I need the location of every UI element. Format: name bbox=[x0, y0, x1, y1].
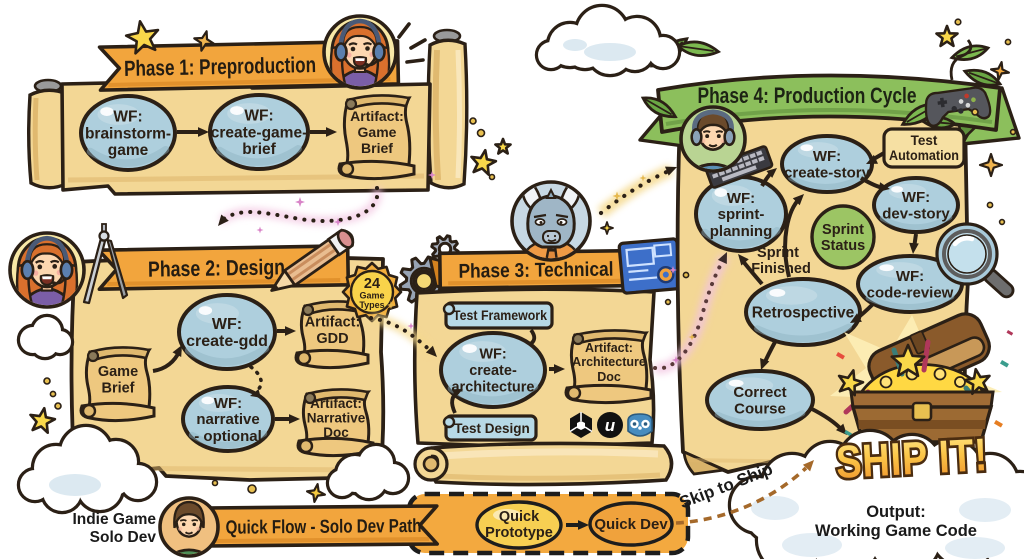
svg-text:planning: planning bbox=[710, 223, 773, 240]
svg-text:WF:: WF: bbox=[813, 148, 841, 165]
svg-text:Solo Dev: Solo Dev bbox=[90, 529, 157, 546]
svg-text:Correct: Correct bbox=[733, 384, 786, 401]
svg-text:GDD: GDD bbox=[316, 331, 348, 347]
svg-text:- optional: - optional bbox=[194, 428, 262, 445]
svg-text:narrative: narrative bbox=[196, 411, 259, 428]
svg-text:game: game bbox=[108, 142, 149, 159]
svg-text:Artifact:: Artifact: bbox=[585, 341, 633, 355]
svg-text:WF:: WF: bbox=[896, 268, 924, 285]
svg-text:architecture: architecture bbox=[451, 380, 534, 396]
svg-text:Artifact:: Artifact: bbox=[310, 396, 362, 411]
svg-text:Game: Game bbox=[359, 291, 384, 301]
svg-text:Phase 2: Design: Phase 2: Design bbox=[148, 254, 285, 281]
svg-text:WF:: WF: bbox=[244, 108, 273, 125]
svg-text:Phase 1: Preproduction: Phase 1: Preproduction bbox=[124, 52, 316, 81]
svg-text:Brief: Brief bbox=[361, 140, 393, 156]
svg-text:dev-story: dev-story bbox=[882, 206, 950, 223]
svg-text:Sprint: Sprint bbox=[757, 245, 799, 261]
svg-text:Phase 3: Technical: Phase 3: Technical bbox=[458, 259, 613, 283]
svg-text:create-game-: create-game- bbox=[211, 124, 308, 141]
svg-text:Types: Types bbox=[359, 300, 384, 310]
svg-text:Test: Test bbox=[911, 133, 938, 148]
svg-text:Output:: Output: bbox=[866, 503, 926, 521]
svg-text:u: u bbox=[605, 416, 616, 435]
svg-text:WF:: WF: bbox=[214, 395, 242, 412]
svg-text:Narrative: Narrative bbox=[307, 411, 366, 426]
svg-text:create-gdd: create-gdd bbox=[186, 333, 268, 350]
svg-text:Game: Game bbox=[358, 124, 397, 140]
svg-text:Architecture: Architecture bbox=[572, 355, 646, 369]
svg-text:Working Game Code: Working Game Code bbox=[815, 522, 977, 540]
svg-text:Course: Course bbox=[734, 401, 786, 418]
svg-text:Artifact:: Artifact: bbox=[350, 108, 404, 124]
svg-text:WF:: WF: bbox=[902, 189, 930, 206]
svg-text:create-story: create-story bbox=[784, 165, 871, 182]
svg-text:code-review: code-review bbox=[867, 285, 954, 302]
svg-text:Quick Flow - Solo Dev Path: Quick Flow - Solo Dev Path bbox=[225, 516, 421, 539]
svg-text:Game: Game bbox=[98, 364, 138, 380]
svg-text:Test Design: Test Design bbox=[454, 421, 530, 436]
svg-text:Prototype: Prototype bbox=[485, 525, 553, 541]
svg-text:SHIP IT!: SHIP IT! bbox=[835, 428, 990, 488]
svg-text:Finished: Finished bbox=[751, 261, 811, 277]
svg-text:Quick: Quick bbox=[499, 509, 540, 525]
svg-text:sprint-: sprint- bbox=[718, 206, 765, 223]
svg-text:24: 24 bbox=[364, 276, 380, 292]
svg-text:Doc: Doc bbox=[597, 370, 621, 384]
svg-text:Quick Dev: Quick Dev bbox=[594, 516, 668, 533]
svg-text:create-: create- bbox=[469, 363, 517, 379]
svg-text:brief: brief bbox=[242, 141, 276, 158]
svg-text:Doc: Doc bbox=[323, 425, 349, 440]
svg-text:WF:: WF: bbox=[479, 347, 506, 363]
svg-text:Test Framework: Test Framework bbox=[453, 308, 547, 323]
svg-text:Sprint: Sprint bbox=[822, 222, 864, 238]
svg-text:WF:: WF: bbox=[727, 190, 755, 207]
svg-text:Indie Game: Indie Game bbox=[72, 511, 156, 528]
svg-text:Automation: Automation bbox=[889, 148, 959, 163]
svg-text:Phase 4: Production Cycle: Phase 4: Production Cycle bbox=[698, 83, 917, 108]
svg-text:WF:: WF: bbox=[113, 109, 142, 126]
svg-text:Artifact:: Artifact: bbox=[305, 315, 361, 331]
svg-text:WF:: WF: bbox=[212, 316, 242, 333]
svg-text:brainstorm-: brainstorm- bbox=[85, 125, 171, 142]
svg-text:Retrospective: Retrospective bbox=[752, 304, 855, 321]
svg-text:Status: Status bbox=[821, 238, 865, 254]
svg-text:Brief: Brief bbox=[101, 381, 134, 397]
